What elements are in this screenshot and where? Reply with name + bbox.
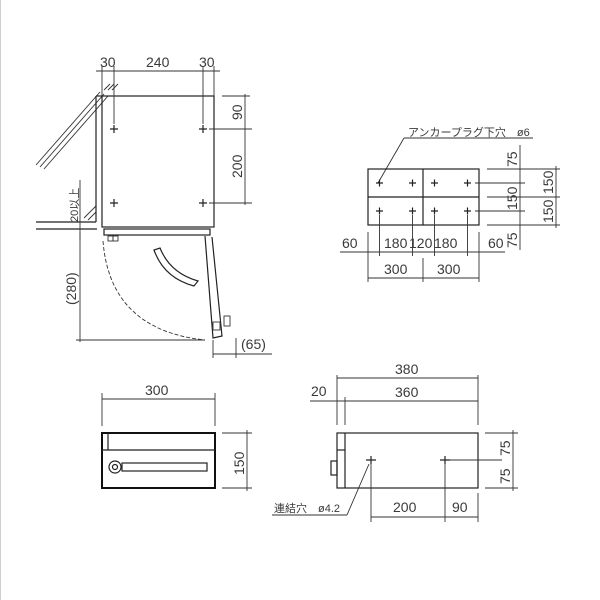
front-height: 150 (231, 451, 247, 475)
anchor-layout: アンカープラグ下穴 ø6 75 150 75 150 150 (340, 125, 560, 282)
wall-hatch (35, 83, 119, 170)
anchor-hole-marks (376, 179, 471, 215)
anchor-dim-bottom-180-right: 180 (434, 235, 458, 251)
dim-top-left: 30 (100, 54, 116, 70)
clearance-label: 20以上 (68, 188, 81, 222)
anchor-dim-bottom-60-left: 60 (342, 235, 358, 251)
anchor-dim-bottom-120: 120 (409, 235, 433, 251)
anchor-dim-outer-top: 150 (540, 170, 556, 194)
side-dim-right-lower: 75 (497, 468, 513, 484)
top-view: 30 240 30 90 200 20以上 (280) (65) (35, 54, 272, 358)
door-swing-offset: (65) (241, 336, 266, 352)
dim-right-lower: 200 (229, 154, 245, 178)
side-overall-depth: 380 (395, 361, 419, 377)
anchor-dim-bottom-60-right: 60 (488, 235, 504, 251)
left-border (0, 0, 1, 600)
front-width: 300 (145, 382, 169, 398)
door-swing-depth: (280) (63, 272, 79, 305)
side-dim-right-upper: 75 (497, 440, 513, 456)
dim-right-upper: 90 (229, 104, 245, 120)
mount-hole-marks (110, 125, 207, 207)
anchor-dim-inner-bottom: 75 (504, 232, 520, 248)
side-dim-bottom-90: 90 (452, 499, 468, 515)
side-dim-bottom-200: 200 (393, 499, 417, 515)
side-flange: 20 (311, 383, 327, 399)
anchor-dim-outer-bottom: 150 (540, 199, 556, 223)
dim-top-right: 30 (199, 54, 215, 70)
anchor-dim-bottom-180-left: 180 (384, 235, 408, 251)
front-view: 300 150 (101, 382, 252, 491)
dim-top-center: 240 (146, 54, 170, 70)
anchor-callout: アンカープラグ下穴 ø6 (408, 125, 530, 139)
anchor-dim-inner-top: 75 (504, 151, 520, 167)
anchor-dim-bottom-300-right: 300 (437, 261, 461, 277)
anchor-dim-bottom-300-left: 300 (384, 261, 408, 277)
coupling-hole-callout: 連結穴 ø4.2 (274, 501, 340, 515)
side-body-depth: 360 (395, 384, 419, 400)
side-view: 380 20 360 75 75 200 90 連結穴 ø4.2 (272, 361, 518, 522)
anchor-dim-inner-mid: 150 (504, 186, 520, 210)
